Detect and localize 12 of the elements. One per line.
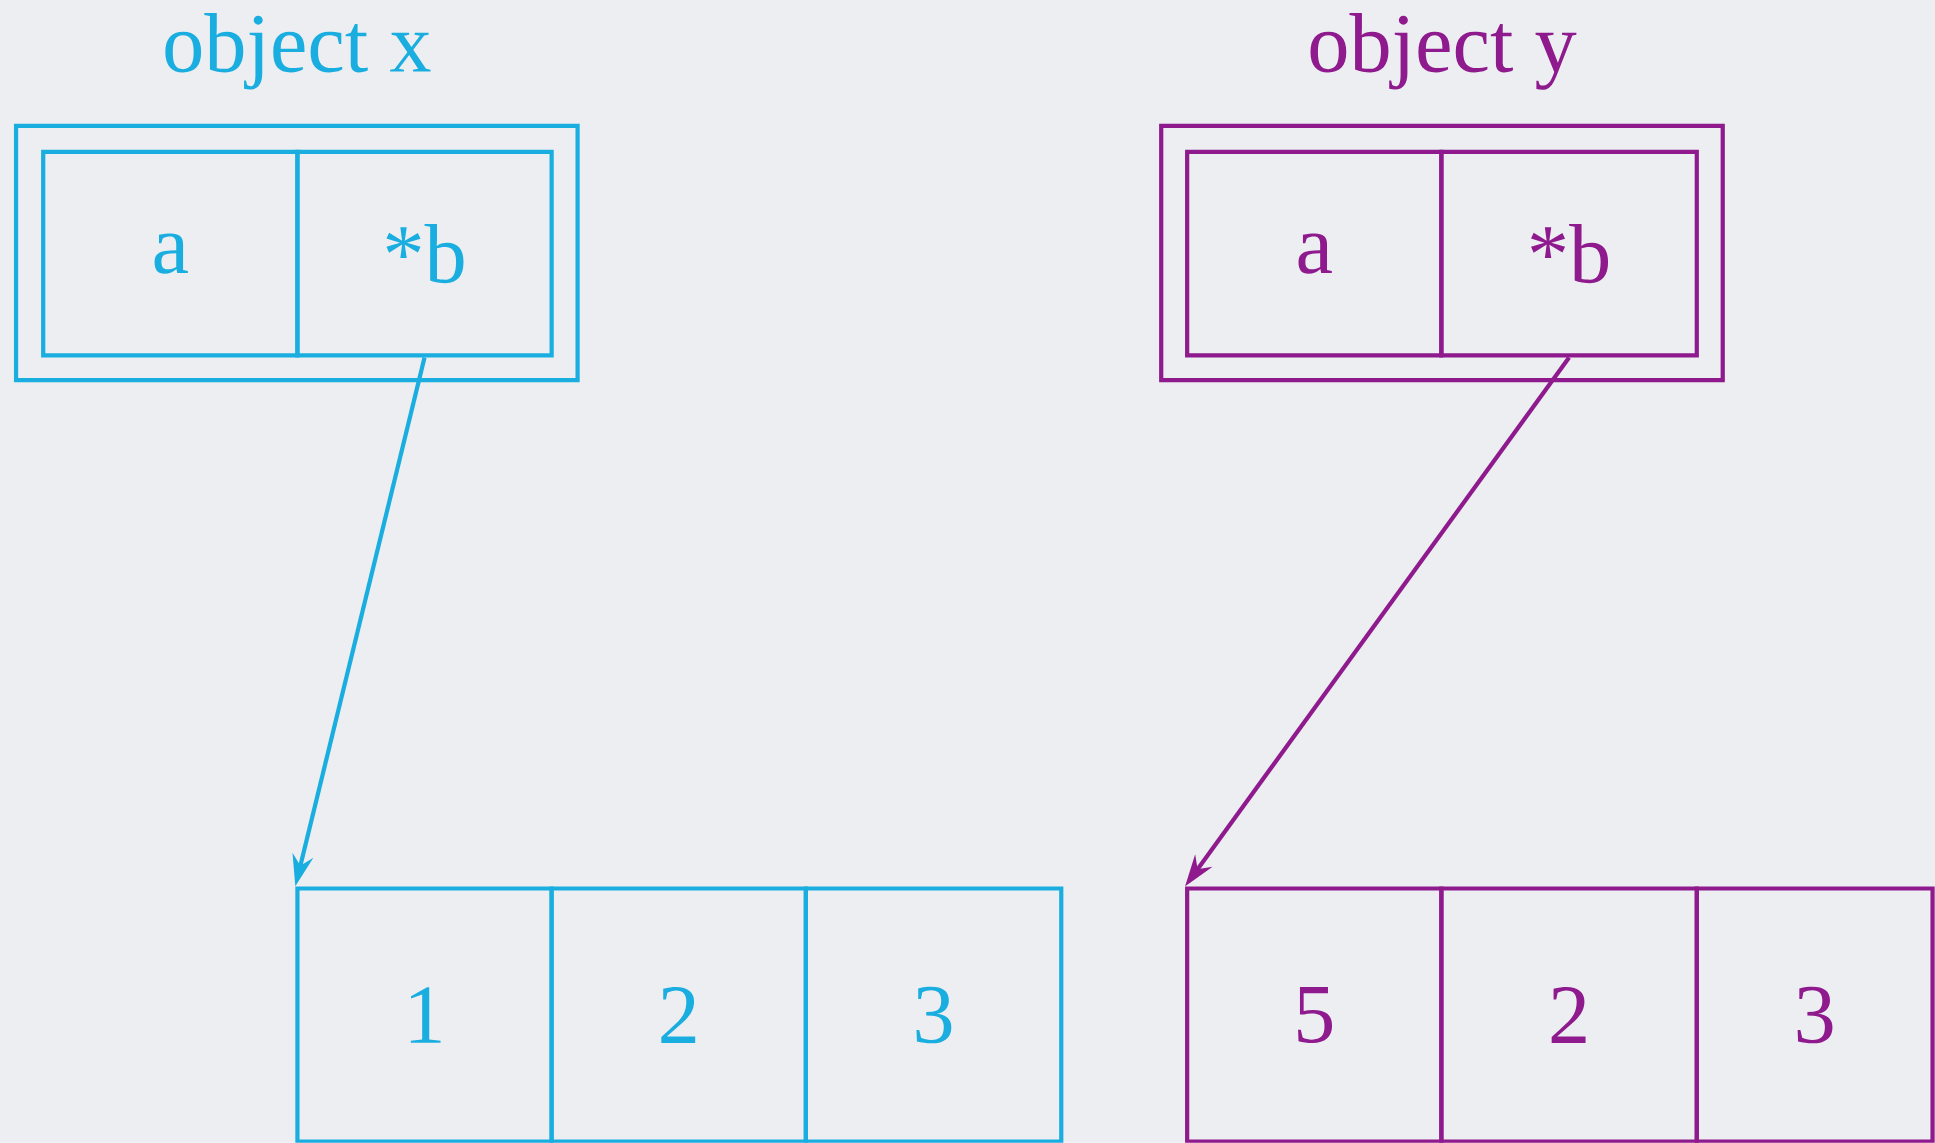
array-cell: 2 <box>1439 886 1699 1143</box>
field-cell: *b <box>295 149 554 358</box>
array-cell: 5 <box>1185 886 1444 1143</box>
array-cell: 3 <box>803 886 1064 1143</box>
array-cell: 3 <box>1694 886 1935 1143</box>
field-cell: a <box>41 149 300 358</box>
field-cell: *b <box>1439 149 1699 358</box>
array-cell: 1 <box>295 886 554 1143</box>
array-cell: 2 <box>549 886 808 1143</box>
heading: object y <box>1310 13 1577 90</box>
field-cell: a <box>1185 149 1444 358</box>
heading: object x <box>165 13 431 90</box>
